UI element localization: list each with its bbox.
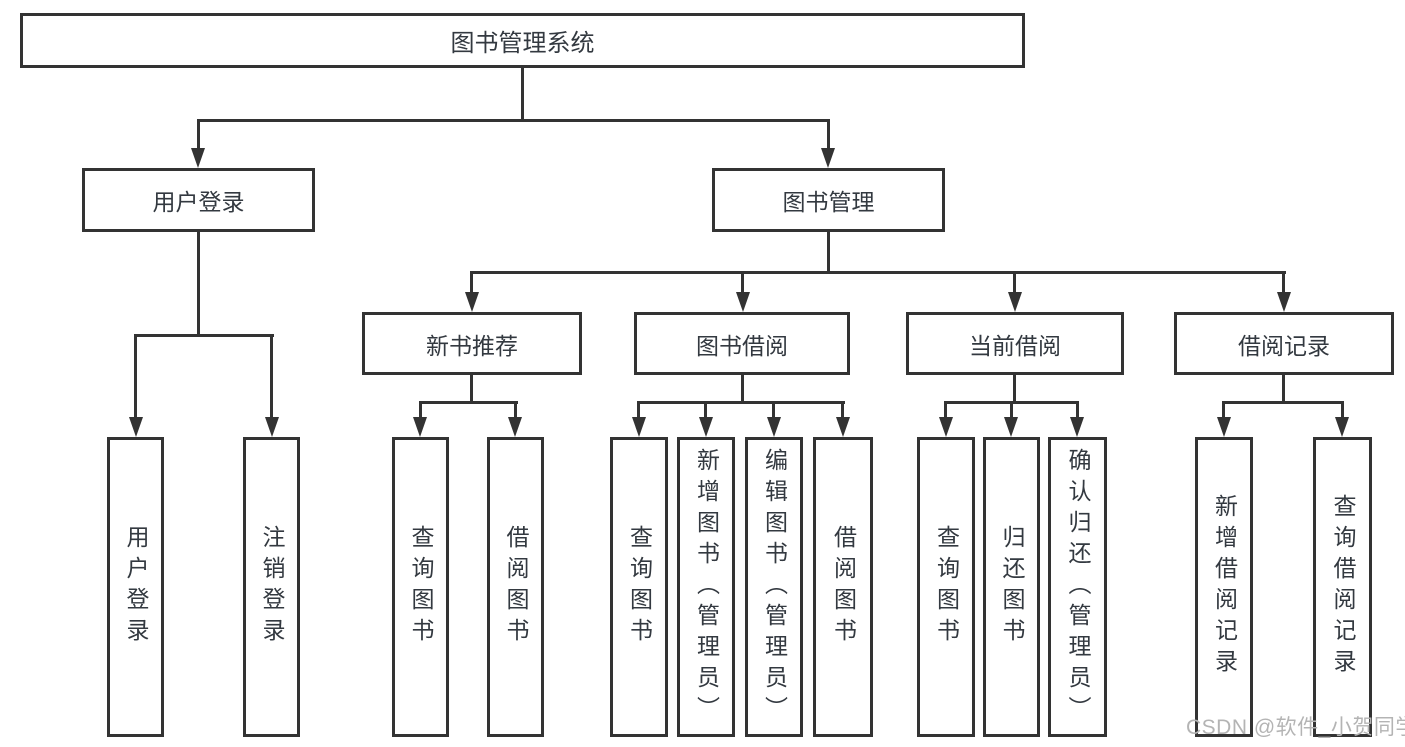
leaf-query-books-borrowing: 查询图书 bbox=[610, 437, 668, 737]
node-borrow-records: 借阅记录 bbox=[1174, 312, 1394, 375]
connector-shaft-nb-borrow bbox=[514, 401, 517, 420]
connector-cb-stem bbox=[1013, 373, 1016, 404]
connector-shaft-cb-confirm bbox=[1076, 401, 1079, 420]
csdn-watermark: CSDN @软件_小贺同学 bbox=[1186, 716, 1405, 739]
connector-shaft-login bbox=[134, 334, 137, 419]
arrowhead-cb-query bbox=[939, 417, 953, 437]
arrowhead-logout bbox=[265, 417, 279, 437]
arrowhead-borrow-record bbox=[1277, 292, 1291, 312]
node-label: 新书推荐 bbox=[426, 332, 518, 359]
arrowhead-nb-borrow bbox=[508, 417, 522, 437]
leaf-query-borrow-record: 查询借阅记录 bbox=[1313, 437, 1372, 737]
leaf-edit-books-admin: 编辑图书（管理员） bbox=[745, 437, 803, 737]
node-label: 新增借阅记录 bbox=[1211, 494, 1238, 680]
connector-shaft-book-borrow bbox=[741, 271, 744, 295]
node-label: 图书管理系统 bbox=[450, 30, 595, 57]
node-label: 注销登录 bbox=[259, 525, 285, 649]
leaf-user-login: 用户登录 bbox=[107, 437, 164, 737]
leaf-query-books-current: 查询图书 bbox=[917, 437, 975, 737]
connector-bb-stem bbox=[741, 373, 744, 404]
connector-br-hline bbox=[1222, 401, 1344, 404]
arrowhead-bb-edit bbox=[767, 417, 781, 437]
connector-shaft-nb-query bbox=[419, 401, 422, 420]
arrowhead-current-borrow bbox=[1008, 292, 1022, 312]
arrowhead-bb-add bbox=[699, 417, 713, 437]
node-label: 借阅记录 bbox=[1238, 332, 1330, 359]
node-new-book-recommend: 新书推荐 bbox=[362, 312, 582, 375]
node-label: 当前借阅 bbox=[969, 332, 1061, 359]
node-label: 编辑图书（管理员） bbox=[761, 447, 788, 727]
connector-nbr-hline bbox=[419, 401, 518, 404]
node-label: 用户登录 bbox=[152, 189, 245, 215]
node-book-borrowing: 图书借阅 bbox=[634, 312, 850, 375]
node-label: 查询借阅记录 bbox=[1330, 494, 1356, 680]
connector-br-stem bbox=[1282, 373, 1285, 404]
arrowhead-book-mgmt bbox=[821, 148, 835, 168]
node-label: 图书借阅 bbox=[696, 332, 788, 359]
connector-shaft-bb-edit bbox=[772, 401, 775, 420]
leaf-add-books-admin: 新增图书（管理员） bbox=[677, 437, 735, 737]
node-label: 用户登录 bbox=[123, 525, 149, 649]
arrowhead-br-add bbox=[1217, 417, 1231, 437]
node-label: 借阅图书 bbox=[503, 525, 529, 649]
connector-shaft-logout bbox=[270, 334, 273, 419]
arrowhead-cb-return bbox=[1004, 417, 1018, 437]
leaf-confirm-return-admin: 确认归还（管理员） bbox=[1048, 437, 1107, 737]
arrowhead-bb-query bbox=[632, 417, 646, 437]
node-root-library-system: 图书管理系统 bbox=[20, 13, 1025, 68]
arrowhead-user-login bbox=[191, 148, 205, 168]
connector-nbr-stem bbox=[470, 373, 473, 404]
arrowhead-login bbox=[129, 417, 143, 437]
node-current-borrowing: 当前借阅 bbox=[906, 312, 1124, 375]
arrowhead-book-borrow bbox=[736, 292, 750, 312]
leaf-borrow-books: 借阅图书 bbox=[813, 437, 873, 737]
connector-shaft-borrow-record bbox=[1282, 271, 1285, 295]
node-label: 新增图书（管理员） bbox=[693, 447, 720, 727]
connector-bb-hline bbox=[637, 401, 845, 404]
connector-root-stem bbox=[521, 66, 524, 122]
leaf-query-books-recommend: 查询图书 bbox=[392, 437, 449, 737]
arrowhead-new-book-rec bbox=[465, 292, 479, 312]
node-label: 查询图书 bbox=[408, 525, 434, 649]
connector-book-mgmt-stem bbox=[827, 230, 830, 274]
connector-shaft-bb-borrow bbox=[841, 401, 844, 420]
node-user-login: 用户登录 bbox=[82, 168, 315, 232]
leaf-return-books: 归还图书 bbox=[983, 437, 1040, 737]
connector-user-login-hline bbox=[134, 334, 274, 337]
connector-shaft-cb-return bbox=[1010, 401, 1013, 420]
leaf-borrow-books-recommend: 借阅图书 bbox=[487, 437, 544, 737]
arrowhead-br-query bbox=[1335, 417, 1349, 437]
node-label: 查询图书 bbox=[933, 525, 960, 649]
node-label: 借阅图书 bbox=[830, 525, 857, 649]
leaf-add-borrow-record: 新增借阅记录 bbox=[1195, 437, 1253, 737]
connector-shaft-new-book-rec bbox=[470, 271, 473, 295]
node-label: 查询图书 bbox=[626, 525, 653, 649]
connector-shaft-bb-add bbox=[704, 401, 707, 420]
node-label: 归还图书 bbox=[999, 525, 1025, 649]
node-label: 确认归还（管理员） bbox=[1065, 447, 1091, 727]
connector-shaft-cb-query bbox=[944, 401, 947, 420]
node-label: 图书管理 bbox=[782, 189, 875, 215]
connector-shaft-user-login bbox=[197, 119, 200, 150]
arrowhead-nb-query bbox=[413, 417, 427, 437]
connector-level1-hline bbox=[197, 119, 830, 122]
leaf-logout: 注销登录 bbox=[243, 437, 300, 737]
connector-shaft-br-query bbox=[1341, 401, 1344, 420]
connector-user-login-stem bbox=[197, 230, 200, 337]
connector-shaft-br-add bbox=[1222, 401, 1225, 420]
connector-shaft-bb-query bbox=[637, 401, 640, 420]
connector-shaft-book-mgmt bbox=[827, 119, 830, 150]
arrowhead-cb-confirm bbox=[1070, 417, 1084, 437]
connector-level2-hline bbox=[470, 271, 1286, 274]
connector-shaft-current-borrow bbox=[1013, 271, 1016, 295]
arrowhead-bb-borrow bbox=[836, 417, 850, 437]
node-book-management: 图书管理 bbox=[712, 168, 945, 232]
